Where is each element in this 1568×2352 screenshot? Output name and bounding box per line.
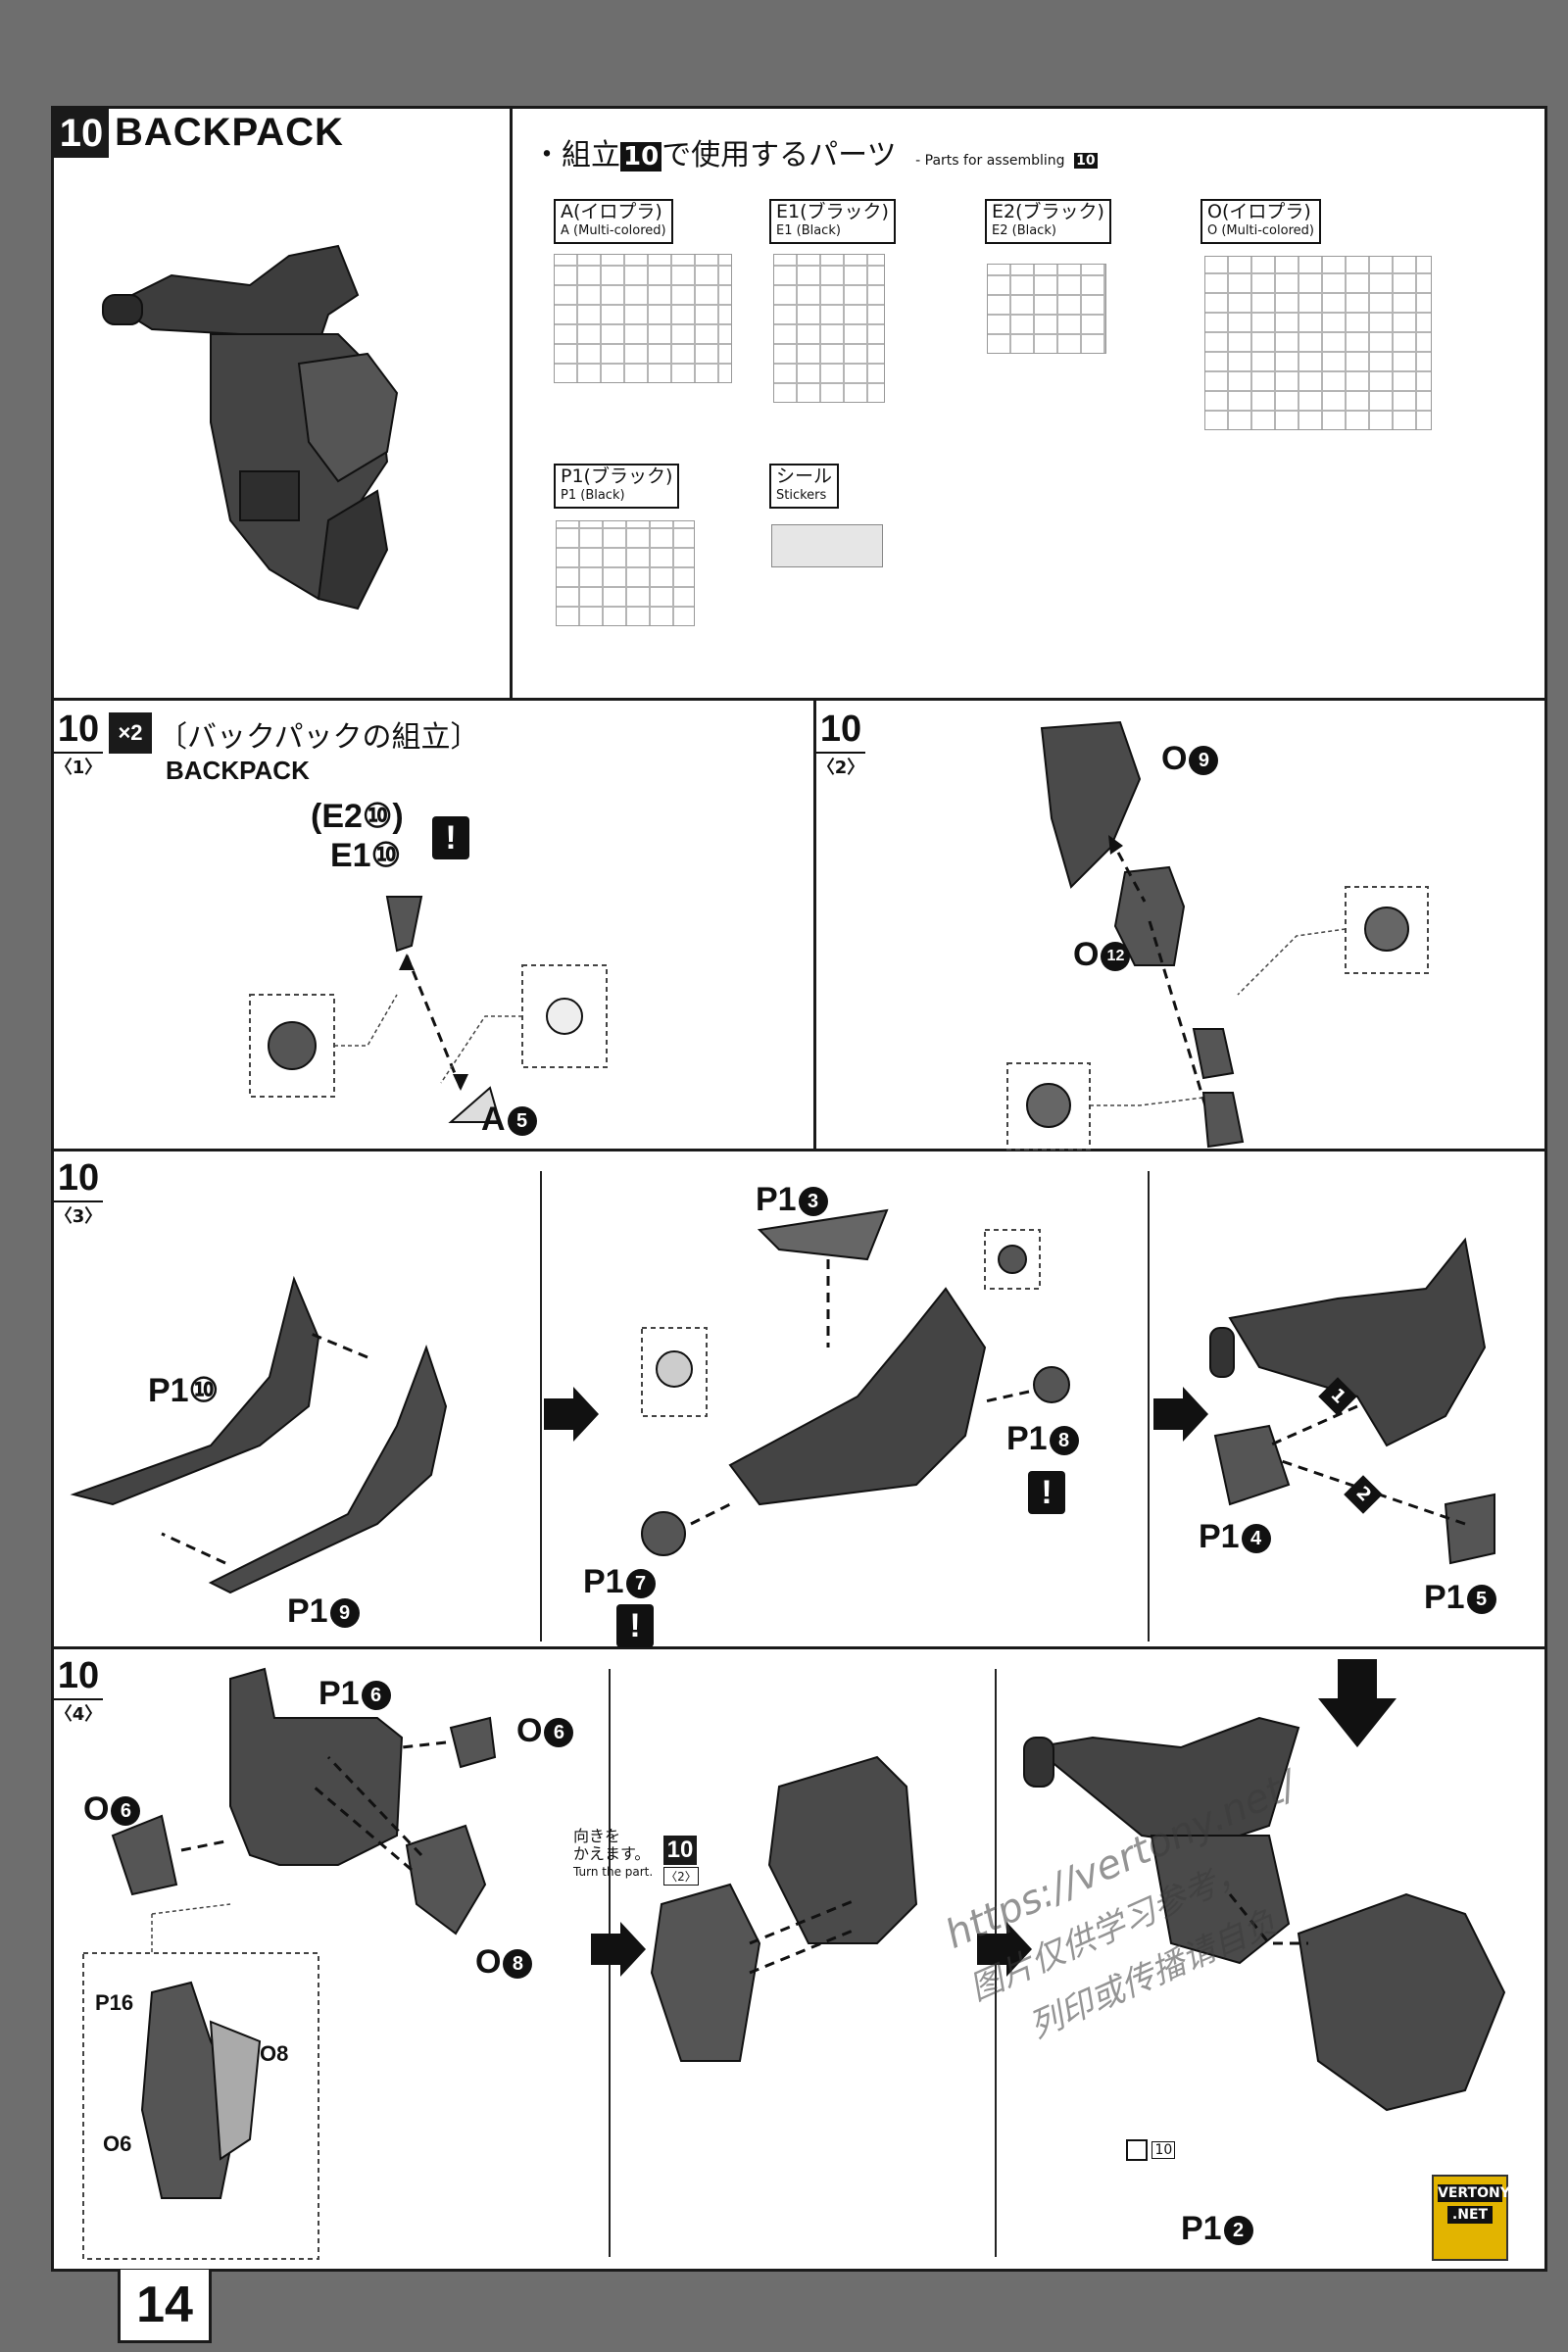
sticker-ref: 10 — [1126, 2139, 1176, 2161]
turn-part-note: 向きを かえます。 Turn the part. — [573, 1827, 654, 1880]
step3-divider-1 — [540, 1171, 542, 1642]
step1-multiplier: ×2 — [109, 712, 152, 754]
sticker-sheet-image — [771, 524, 883, 567]
parts-heading-en-step-badge: 10 — [1074, 153, 1098, 169]
step4-badge: 10 — [54, 1655, 103, 1696]
inset-label-o8: O8 — [260, 2041, 289, 2066]
vertony-logo: VERTONY .NET — [1432, 2175, 1510, 2261]
step1-diagram — [249, 896, 608, 1123]
label-e1-10: E1⑩ — [330, 837, 402, 874]
step3-badge: 10 — [54, 1157, 103, 1199]
header-preview-panel: 10 BACKPACK — [54, 109, 513, 701]
step4-sub: 〈4〉 — [54, 1698, 103, 1726]
step3-diagram — [70, 1208, 1495, 1594]
label-p1-10: P1⑩ — [148, 1372, 220, 1409]
runner-e1-image — [773, 254, 885, 403]
inset-label-o6: O6 — [103, 2132, 132, 2156]
parts-heading-en: - Parts for assembling — [915, 153, 1065, 169]
step3-panel: 10 〈3〉 — [54, 1152, 1544, 1649]
step1-title-jp: 〔バックパックの組立〕 — [158, 720, 480, 755]
step2-diagram — [1006, 720, 1429, 1151]
ref-step-sub: 〈2〉 — [663, 1867, 699, 1886]
step1-badge: 10 — [54, 709, 103, 750]
step-title: BACKPACK — [115, 111, 344, 154]
sticker-icon — [1126, 2139, 1148, 2161]
runner-o-image — [1204, 256, 1432, 430]
step1-sub: 〈1〉 — [54, 752, 103, 779]
runner-a-image — [554, 254, 732, 383]
warning-icon-p1-8: ! — [1028, 1471, 1065, 1514]
step3-divider-2 — [1148, 1171, 1150, 1642]
runner-label-o: O(イロプラ)O (Multi-colored) — [1200, 199, 1321, 244]
warning-icon: ! — [432, 816, 469, 859]
label-e2-10: (E2⑩) — [311, 798, 404, 835]
runner-e2-image — [987, 264, 1106, 354]
step2-badge: 10 — [816, 709, 865, 750]
page-number: 14 — [118, 2270, 212, 2343]
inset-label-p1-6: P16 — [95, 1990, 134, 2015]
ref-step-badge: 10 — [663, 1836, 697, 1865]
runner-label-e2: E2(ブラック)E2 (Black) — [985, 199, 1111, 244]
step4-diagram — [82, 1659, 1506, 2260]
step2-sub: 〈2〉 — [816, 752, 865, 779]
runner-p1-image — [556, 520, 695, 626]
step-badge: 10 — [54, 109, 109, 158]
runner-label-e1: E1(ブラック)E1 (Black) — [769, 199, 896, 244]
runner-label-a: A(イロプラ)A (Multi-colored) — [554, 199, 673, 244]
backpack-illustration — [102, 244, 399, 611]
step1-panel: 10 〈1〉 ×2 〔バックパックの組立〕 BACKPACK (E2⑩) E1⑩… — [54, 701, 816, 1152]
parts-heading-step-badge: 10 — [620, 142, 662, 172]
step3-sub: 〈3〉 — [54, 1200, 103, 1228]
warning-icon-p1-7: ! — [616, 1604, 654, 1647]
runner-label-p1: P1(ブラック)P1 (Black) — [554, 464, 680, 509]
step4-panel: 10 〈4〉 — [54, 1649, 1544, 2269]
step1-title-en: BACKPACK — [166, 756, 310, 785]
